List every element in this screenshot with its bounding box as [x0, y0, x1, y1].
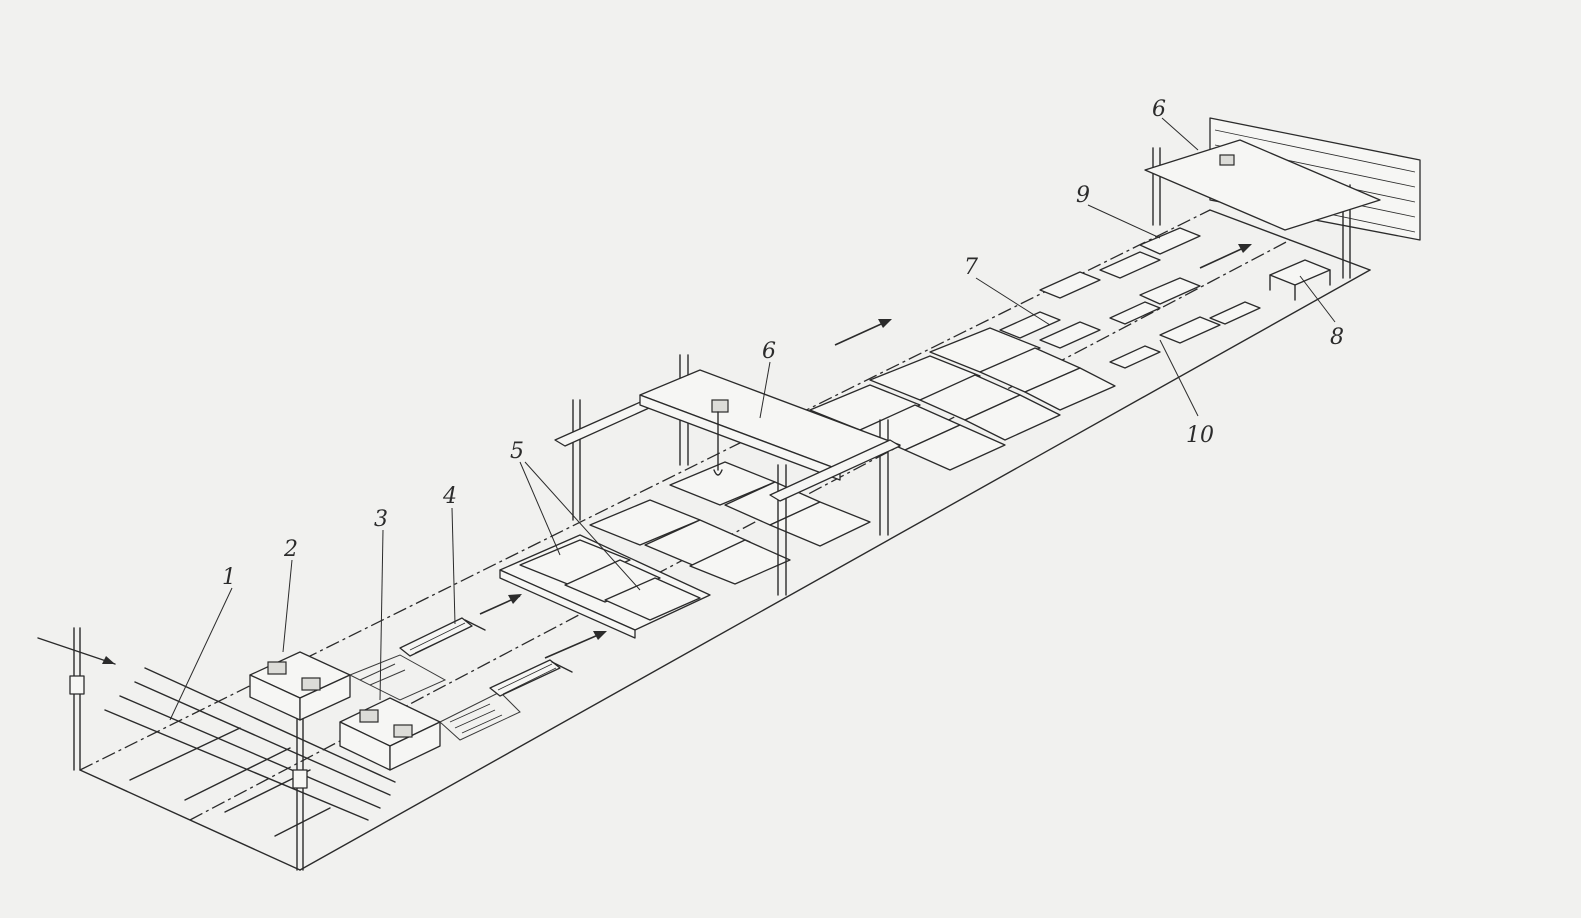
callout-6b: 6 — [1152, 97, 1166, 122]
flow-arrows — [479, 244, 1252, 659]
callout-6a: 6 — [762, 339, 776, 364]
entry-column — [37, 627, 116, 771]
conveyor-4-lower — [489, 659, 573, 697]
callout-8: 8 — [1330, 325, 1344, 350]
conveyor-4-upper — [399, 617, 486, 657]
callout-9: 9 — [1076, 183, 1090, 208]
forming-machine-2 — [249, 651, 447, 721]
callout-2: 2 — [283, 537, 298, 562]
callout-10: 10 — [1186, 423, 1214, 448]
callout-3: 3 — [374, 507, 388, 532]
rail-tracks — [104, 667, 396, 837]
callout-4: 4 — [442, 484, 457, 509]
callout-7: 7 — [964, 255, 978, 280]
product-stacks — [999, 227, 1261, 369]
overhead-crane-6-middle — [554, 354, 901, 596]
callout-labels: 1 2 3 4 5 6 6 7 8 9 10 — [222, 97, 1344, 590]
end-building-crane-6 — [1144, 117, 1421, 279]
callout-5: 5 — [510, 439, 524, 464]
leader-lines — [169, 117, 1336, 721]
callout-1: 1 — [222, 565, 236, 590]
mid-column — [292, 714, 308, 871]
forming-machine-3 — [339, 691, 521, 771]
rack-8 — [1269, 259, 1331, 301]
